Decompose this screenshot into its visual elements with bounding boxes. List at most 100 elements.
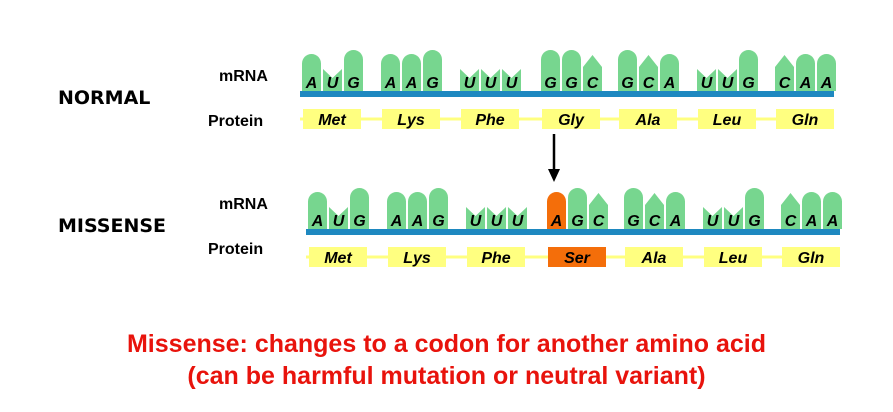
base-letter: A (390, 213, 403, 230)
base-letter: U (512, 213, 524, 230)
base-G-shape (568, 188, 587, 229)
amino-acid-box (309, 247, 367, 267)
amino-acid-box (461, 109, 519, 129)
amino-acid-label: Met (318, 112, 346, 129)
amino-acid-label: Leu (713, 112, 742, 129)
normal-row-title: NORMAL (58, 87, 150, 109)
base-G-shape (350, 188, 369, 229)
amino-acid-label: Ala (641, 250, 667, 267)
base-C-shape (775, 55, 794, 91)
mutated-base-A-shape (547, 192, 566, 229)
base-G-shape (541, 50, 560, 91)
base-C-shape (639, 55, 658, 91)
base-letter: C (785, 213, 797, 230)
amino-acid-box (698, 109, 756, 129)
normal-mrna-strand (300, 91, 834, 97)
base-letter: A (305, 75, 318, 92)
base-A-shape (666, 192, 685, 229)
base-letter: G (627, 213, 639, 230)
normal-mrna-label: mRNA (219, 68, 268, 85)
base-letter: U (333, 213, 345, 230)
normal-protein-label: Protein (208, 113, 263, 130)
amino-acid-box (303, 109, 361, 129)
base-letter: U (485, 75, 497, 92)
base-letter: A (384, 75, 397, 92)
base-letter: G (353, 213, 365, 230)
base-A-shape (660, 54, 679, 91)
base-G-shape (344, 50, 363, 91)
base-letter: A (311, 213, 324, 230)
base-G-shape (739, 50, 758, 91)
amino-acid-box (704, 247, 762, 267)
base-A-shape (402, 54, 421, 91)
base-letter: G (347, 75, 359, 92)
base-G-shape (562, 50, 581, 91)
base-letter: A (663, 75, 676, 92)
base-C-shape (781, 193, 800, 229)
missense-protein-label: Protein (208, 241, 263, 258)
base-letter: C (649, 213, 661, 230)
amino-acid-box (625, 247, 683, 267)
base-C-shape (583, 55, 602, 91)
base-letter: A (805, 213, 818, 230)
base-letter: G (621, 75, 633, 92)
base-letter: G (432, 213, 444, 230)
amino-acid-label: Met (324, 250, 352, 267)
base-G-shape (624, 188, 643, 229)
base-C-shape (645, 193, 664, 229)
base-U-shape (718, 69, 737, 91)
missense-mrna-strand (306, 229, 840, 235)
base-letter: U (470, 213, 482, 230)
base-letter: A (669, 213, 682, 230)
amino-acid-label: Leu (719, 250, 748, 267)
amino-acid-label: Lys (403, 250, 431, 267)
base-U-shape (697, 69, 716, 91)
amino-acid-box (542, 109, 600, 129)
missense-mrna-label: mRNA (219, 196, 268, 213)
base-A-shape (308, 192, 327, 229)
base-letter: G (544, 75, 556, 92)
base-letter: U (491, 213, 503, 230)
base-letter: U (701, 75, 713, 92)
base-A-shape (387, 192, 406, 229)
amino-acid-box (782, 247, 840, 267)
base-letter: U (327, 75, 339, 92)
caption-line-1: Missense: changes to a codon for another… (126, 330, 766, 358)
base-letter: C (587, 75, 599, 92)
base-U-shape (323, 69, 342, 91)
mutation-diagram: NORMAL mRNA Protein MISSENSE mRNA Protei… (58, 50, 842, 267)
base-A-shape (802, 192, 821, 229)
base-C-shape (589, 193, 608, 229)
base-letter: A (411, 213, 424, 230)
base-U-shape (502, 69, 521, 91)
base-letter: U (728, 213, 740, 230)
mutated-amino-acid-box (548, 247, 606, 267)
base-U-shape (329, 207, 348, 229)
base-A-shape (823, 192, 842, 229)
base-U-shape (460, 69, 479, 91)
caption-line-2: (can be harmful mutation or neutral vari… (187, 362, 706, 390)
base-letter: G (426, 75, 438, 92)
base-letter: U (506, 75, 518, 92)
base-letter: G (742, 75, 754, 92)
base-G-shape (429, 188, 448, 229)
base-A-shape (302, 54, 321, 91)
base-U-shape (481, 69, 500, 91)
missense-row-title: MISSENSE (58, 215, 166, 237)
base-letter: A (550, 213, 563, 230)
base-A-shape (408, 192, 427, 229)
base-G-shape (423, 50, 442, 91)
base-A-shape (817, 54, 836, 91)
base-A-shape (796, 54, 815, 91)
amino-acid-label: Phe (481, 250, 510, 267)
base-letter: C (779, 75, 791, 92)
base-U-shape (703, 207, 722, 229)
base-U-shape (487, 207, 506, 229)
base-letter: G (565, 75, 577, 92)
base-A-shape (381, 54, 400, 91)
base-letter: A (799, 75, 812, 92)
amino-acid-label: Ser (564, 250, 591, 267)
amino-acid-label: Phe (475, 112, 504, 129)
